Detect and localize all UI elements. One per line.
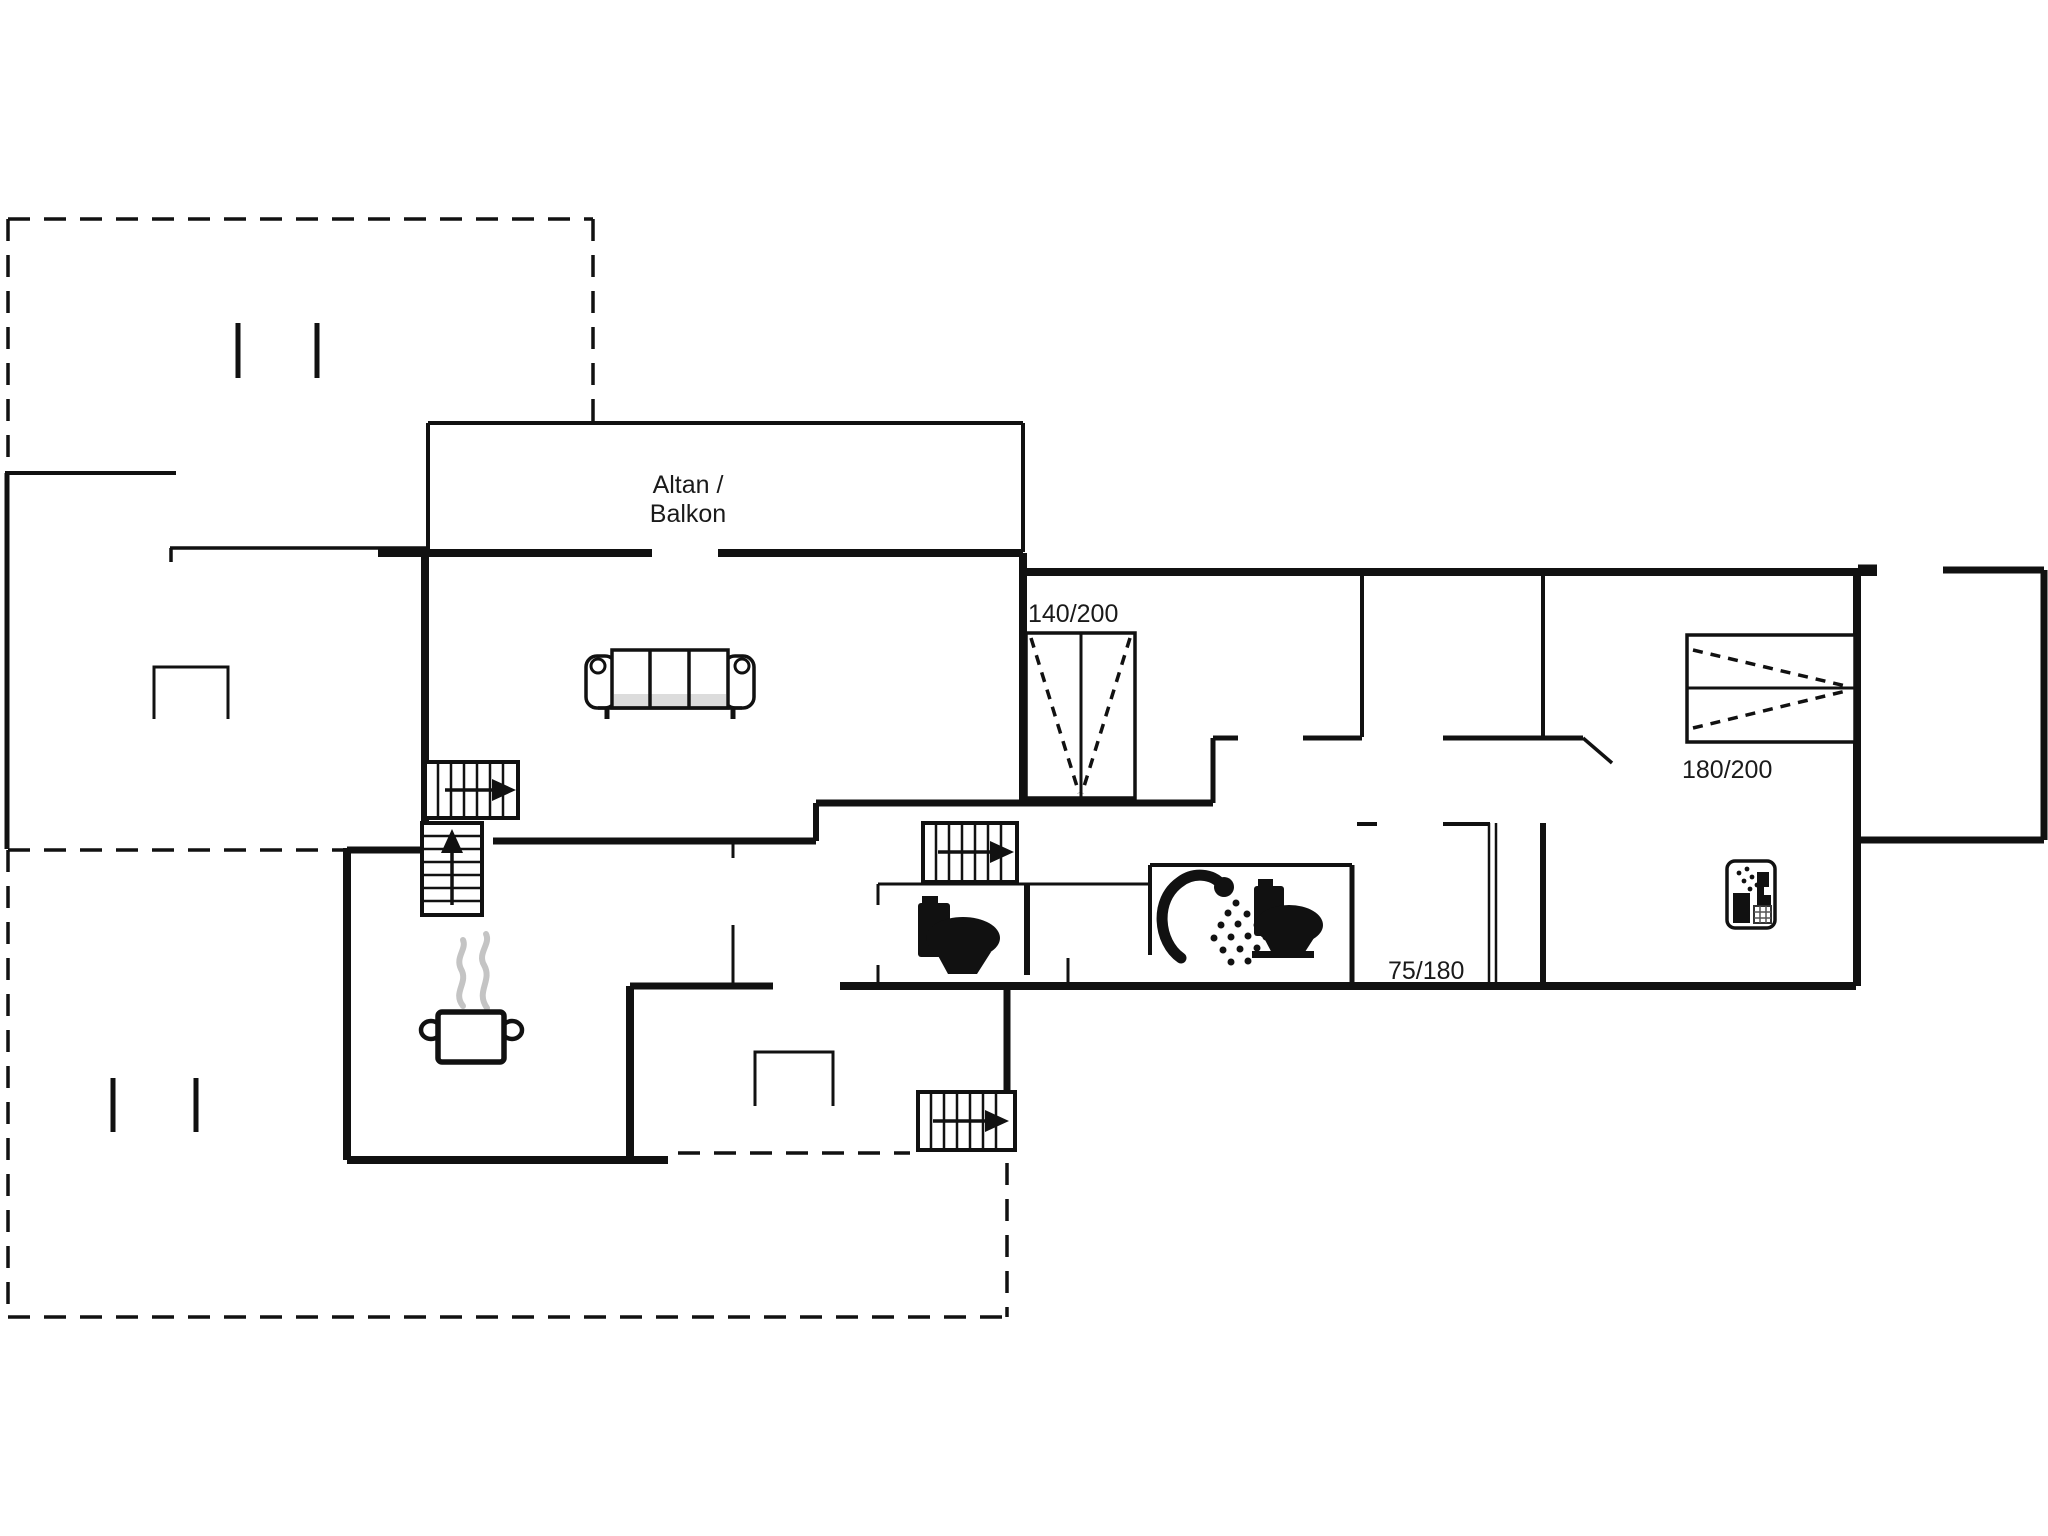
balcony-outline (426, 421, 1025, 552)
sofa-icon (584, 648, 756, 719)
balcony-label-line2: Balkon (650, 500, 726, 528)
staircase-living-icon (423, 760, 520, 820)
left-wing-walls (4, 471, 428, 849)
toilet-icon-2 (1252, 879, 1323, 958)
wall-opening-symbol (152, 665, 835, 1106)
king-bed-icon (1685, 633, 1857, 744)
staircase-lower-icon (916, 1090, 1017, 1152)
toilet-icon (918, 896, 1000, 974)
king-bed-label: 180/200 (1682, 756, 1772, 784)
double-bed-icon (1024, 631, 1137, 800)
window-tick-icon (110, 323, 320, 1132)
sauna-icon (1725, 859, 1777, 930)
partition-walls (731, 572, 1583, 986)
door-swing-icon (1581, 736, 1614, 765)
lower-floor-dashed-outline (6, 217, 1009, 1319)
shower-icon (1156, 869, 1270, 966)
staircase-corridor-icon (921, 821, 1019, 884)
double-bed-label: 140/200 (1028, 600, 1118, 628)
single-bed-label: 75/180 (1388, 957, 1464, 985)
cooking-pot-icon (418, 931, 525, 1065)
main-walls (343, 549, 2048, 1164)
staircase-down-icon (420, 821, 484, 917)
balcony-label-line1: Altan / (653, 471, 724, 499)
